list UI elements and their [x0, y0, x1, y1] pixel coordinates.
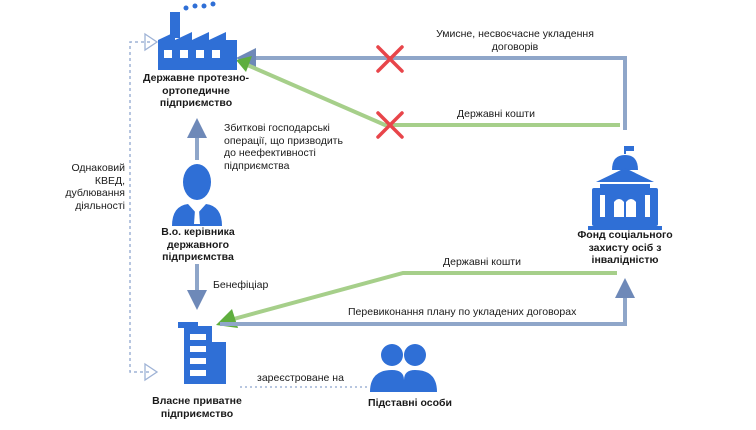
same-kved-connector	[129, 32, 159, 382]
person-icon	[172, 164, 222, 226]
cross-icon	[376, 45, 404, 73]
state-funds-top-arrow	[236, 56, 620, 127]
cross-icon	[376, 111, 404, 139]
nominees-label: Підставні особи	[368, 397, 452, 409]
overfulfilment-label: Перевиконання плану по укладених договор…	[348, 306, 577, 318]
acting-head-label: В.о. керівника державного підприємства	[161, 226, 235, 263]
same-kved-label: Однаковий КВЕД, дублювання діяльності	[65, 162, 125, 212]
fund-label: Фонд соціального захисту осіб з інвалідн…	[577, 229, 673, 266]
state-funds-top-label: Державні кошти	[457, 108, 535, 120]
state-funds-bottom-label: Державні кошти	[443, 256, 521, 268]
people-group-icon	[370, 344, 437, 392]
registered-on-label: зареєстроване на	[257, 372, 344, 384]
late-contracts-label: Умисне, несвоєчасне укладення договорів	[436, 28, 594, 53]
overfulfilment-arrow	[220, 278, 635, 326]
losses-label: Збиткові господарські операції, що призв…	[224, 122, 343, 172]
state-enterprise-label: Державне протезно-ортопедичне підприємст…	[142, 72, 250, 109]
government-building-icon	[588, 146, 662, 230]
factory-icon	[158, 1, 237, 70]
beneficiary-label: Бенефіціар	[213, 279, 269, 291]
office-building-icon	[178, 322, 226, 384]
late-contracts-arrow	[236, 48, 627, 130]
private-enterprise-label: Власне приватне підприємство	[152, 395, 242, 420]
